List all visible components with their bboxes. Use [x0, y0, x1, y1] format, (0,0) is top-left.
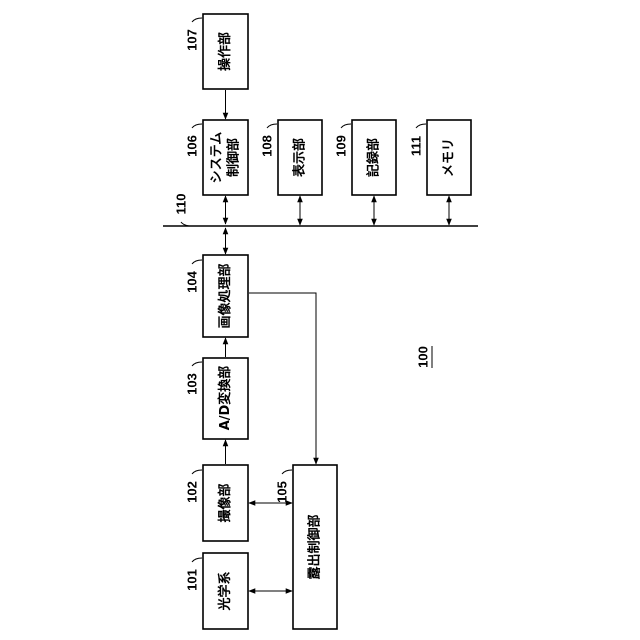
ref-numeral-102: 102	[185, 481, 200, 503]
lead-line-109	[341, 124, 351, 128]
ref-numeral-106: 106	[185, 135, 200, 157]
image-processor-label: 画像処理部	[217, 263, 233, 328]
lead-line-104	[192, 260, 202, 264]
arrow-processor-to-exposure	[249, 293, 316, 464]
bus-ref-numeral-110: 110	[174, 194, 189, 215]
ref-numeral-108: 108	[260, 135, 275, 157]
lead-line-111	[416, 124, 426, 128]
optical-system-label: 光学系	[217, 571, 233, 611]
exposure-controller-label: 露出制御部	[307, 514, 323, 579]
lead-line-107	[192, 18, 202, 22]
ref-numeral-103: 103	[185, 373, 200, 395]
lead-line-108	[267, 124, 277, 128]
ref-numeral-104: 104	[185, 270, 200, 292]
operation-unit-label: 操作部	[217, 32, 233, 71]
lead-line-101	[192, 558, 202, 562]
ref-numeral-107: 107	[185, 29, 200, 51]
lead-line-102	[192, 470, 202, 474]
ref-numeral-101: 101	[185, 569, 200, 591]
ref-numeral-111: 111	[409, 136, 424, 156]
recording-unit-label: 記録部	[366, 138, 382, 177]
figure-number: 100	[416, 346, 433, 368]
ref-numeral-109: 109	[334, 135, 349, 157]
display-unit-label: 表示部	[292, 138, 308, 178]
figure-number-text: 100	[416, 346, 431, 368]
system-controller-label-line1: システム	[210, 132, 225, 184]
memory-label: メモリ	[442, 138, 457, 177]
lead-line-105	[282, 470, 292, 474]
lead-line-106	[192, 124, 202, 128]
lead-line-103	[192, 362, 202, 366]
system-controller-label-line2: 制御部	[226, 138, 242, 177]
ref-numeral-105: 105	[275, 481, 290, 503]
ad-converter-label: A/D変換部	[217, 366, 233, 431]
imaging-unit-label: 撮像部	[217, 483, 233, 522]
